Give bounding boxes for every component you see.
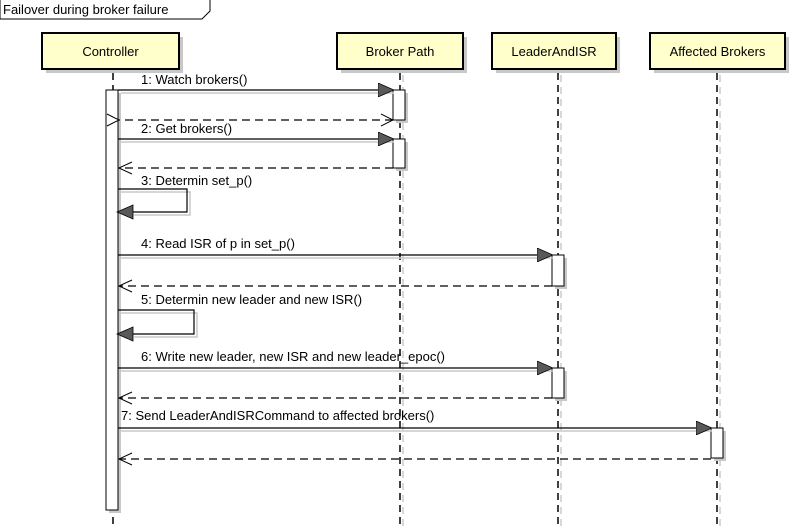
message-label: 7: Send LeaderAndISRCommand to affected … (121, 408, 434, 423)
participant-leaderandisr: LeaderAndISR (491, 32, 620, 73)
return-7 (117, 452, 711, 466)
message-label: 6: Write new leader, new ISR and new lea… (141, 349, 445, 364)
message-label: 4: Read ISR of p in set_p() (141, 236, 295, 251)
message-1: 1: Watch brokers() (118, 72, 394, 93)
message-label: 2: Get brokers() (141, 121, 232, 136)
participant-controller: Controller (41, 32, 183, 73)
message-7: 7: Send LeaderAndISRCommand to affected … (118, 408, 712, 431)
message-6: 6: Write new leader, new ISR and new lea… (118, 349, 553, 371)
participant-label: LeaderAndISR (511, 44, 596, 59)
message-label: 3: Determin set_p() (141, 173, 252, 188)
return-4 (117, 279, 552, 293)
return-6 (117, 391, 552, 405)
message-5: 5: Determin new leader and new ISR() (116, 292, 362, 342)
self-message-arrow (118, 188, 188, 213)
frame-label: Failover during broker failure (0, 0, 211, 20)
message-4: 4: Read ISR of p in set_p() (118, 236, 553, 258)
message-2: 2: Get brokers() (118, 121, 394, 142)
participant-affected-brokers: Affected Brokers (649, 32, 789, 73)
return-2 (117, 161, 393, 175)
self-message-arrow (118, 309, 195, 335)
message-3: 3: Determin set_p() (116, 173, 252, 220)
activations (105, 89, 726, 513)
message-label: 1: Watch brokers() (141, 72, 247, 87)
frame-title: Failover during broker failure (3, 2, 168, 17)
participant-label: Controller (82, 44, 139, 59)
participant-label: Affected Brokers (670, 44, 766, 59)
participant-label: Broker Path (366, 44, 435, 59)
message-label: 5: Determin new leader and new ISR() (141, 292, 362, 307)
participant-broker-path: Broker Path (336, 32, 467, 73)
